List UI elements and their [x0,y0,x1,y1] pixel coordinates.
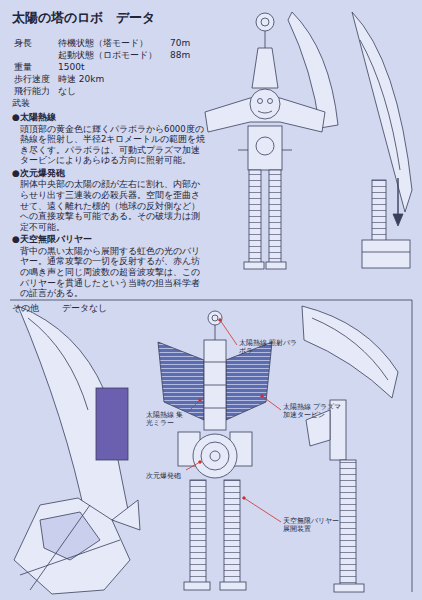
weapon-heading: ●次元爆発砲 [12,168,206,179]
weapon-heading: ●太陽熱線 [12,112,206,123]
spec-value: 待機状態（塔モード） [58,38,148,49]
section-heading: 武装 [12,98,206,109]
part-label: 次元爆発砲 [146,472,181,480]
weapon-heading: ●天空無限バリヤー [12,234,206,245]
part-label: 太陽熱線 照射パラボラ [239,340,299,356]
spec-value: 時速 20km [58,74,104,85]
spec-value: なし [58,86,76,97]
weapon-text: 頭頂部の黄金色に輝くパラボラから6000度の熱線を照射し、半径2キロメートルの範… [12,124,206,167]
other-value: データなし [62,303,107,314]
other-label: その他 [12,303,39,314]
weapon-text: 胴体中央部の太陽の顔が左右に割れ、内部からせり出す三連装の必殺兵器。空間を歪曲さ… [12,179,206,232]
weapon-text: 背中の黒い太陽から展開する虹色の光のバリヤー。通常攻撃の一切を反射するが、赤ん坊… [12,246,206,299]
spec-label: 重量 [14,62,32,73]
spec-label: 身長 [14,38,32,49]
spec-label: 歩行速度 [14,74,50,85]
spec-number: 70m [170,38,190,49]
part-label: 天空無限バリヤー 展開装置 [283,518,345,534]
part-label: 太陽熱線 プラズマ加速タービン [283,404,345,420]
spec-label: 飛行能力 [14,86,50,97]
text-column: 武装 ●太陽熱線頭頂部の黄金色に輝くパラボラから6000度の熱線を照射し、半径2キ… [12,98,206,299]
part-label: 太陽熱線 集光ミラー [146,412,186,428]
spec-value: 1500t [58,62,84,73]
spec-number: 88m [170,50,190,61]
title: 太陽の塔のロボ データ [12,10,155,26]
spec-value: 起動状態（ロボモード） [58,50,157,61]
